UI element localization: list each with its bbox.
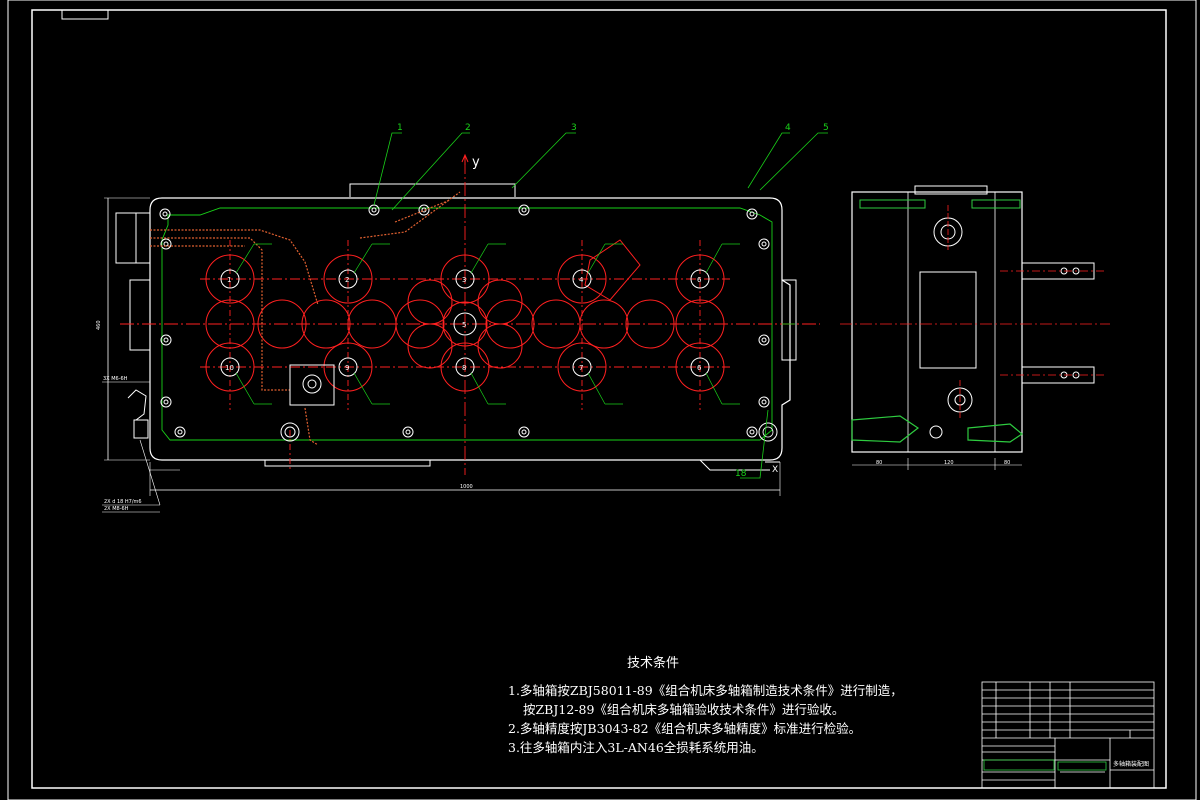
title-block	[981, 681, 1155, 789]
svg-text:3X M6-6H: 3X M6-6H	[103, 376, 128, 382]
y-axis-label: y	[472, 155, 480, 170]
spindle-label: 4	[579, 276, 584, 284]
spindle-numbers: 1 2 3 4 6 6 7 8 9 10 5	[225, 276, 702, 372]
oil-pipes	[150, 191, 461, 446]
x-axis-label: X	[772, 465, 778, 475]
x-axis-marker: X	[765, 461, 780, 475]
center-spindle-label: 5	[462, 321, 466, 329]
part-number: 3	[571, 123, 577, 133]
gear-circles	[205, 239, 725, 392]
part-number: 1	[397, 123, 403, 133]
svg-text:2X d 18 H7/m6: 2X d 18 H7/m6	[104, 499, 142, 505]
title-block-green	[983, 759, 1107, 771]
technical-notes-title: 技术条件	[626, 656, 679, 671]
spindle-label: 10	[225, 364, 234, 372]
part-leaders	[373, 132, 828, 479]
svg-text:80: 80	[1004, 460, 1010, 466]
svg-text:2X M8-6H: 2X M8-6H	[104, 506, 129, 512]
part-number: 18	[735, 469, 747, 479]
front-view: 1000 460 3X M6-6H 2X d 18 H7/m6 2X M8-6H	[96, 183, 797, 513]
spindle-leaders	[235, 243, 740, 405]
part-number: 2	[465, 123, 471, 133]
spindle-label: 6	[697, 276, 702, 284]
spindle-label: 1	[227, 276, 231, 284]
drawing-title: 多轴箱装配图	[1113, 760, 1149, 768]
part-numbers: 1 2 3 4 5 18	[397, 123, 829, 479]
note-line: 按ZBJ12-89《组合机床多轴箱验收技术条件》进行验收。	[523, 702, 845, 717]
note-line: 1.多轴箱按ZBJ58011-89《组合机床多轴箱制造技术条件》进行制造，	[508, 683, 903, 698]
spindle-label: 3	[462, 276, 466, 284]
svg-text:460: 460	[96, 320, 102, 330]
spindle-label: 7	[579, 364, 583, 372]
centerlines	[120, 160, 820, 475]
note-line: 2.多轴精度按JB3043-82《组合机床多轴精度》标准进行检验。	[508, 721, 862, 736]
svg-text:1000: 1000	[460, 484, 473, 490]
svg-text:80: 80	[876, 460, 882, 466]
spindle-bores	[220, 269, 710, 377]
drawing-frame	[31, 9, 1167, 789]
spindle-label: 9	[345, 364, 349, 372]
y-axis-arrow: y	[461, 153, 480, 170]
oil-pump	[289, 364, 335, 406]
spindle-label: 2	[345, 276, 349, 284]
sheet-outer-border	[7, 0, 1197, 800]
spindle-label: 6	[697, 364, 702, 372]
spindle-label: 8	[462, 364, 466, 372]
side-view: 80 120 80	[840, 185, 1110, 470]
part-number: 4	[785, 123, 791, 133]
note-line: 3.往多轴箱内注入3L-AN46全损耗系统用油。	[508, 740, 764, 755]
drawing-code-box	[61, 9, 109, 20]
svg-text:120: 120	[944, 460, 954, 466]
mounting-holes	[159, 204, 770, 442]
technical-notes: 技术条件 1.多轴箱按ZBJ58011-89《组合机床多轴箱制造技术条件》进行制…	[508, 652, 948, 757]
part-number: 5	[823, 123, 829, 133]
